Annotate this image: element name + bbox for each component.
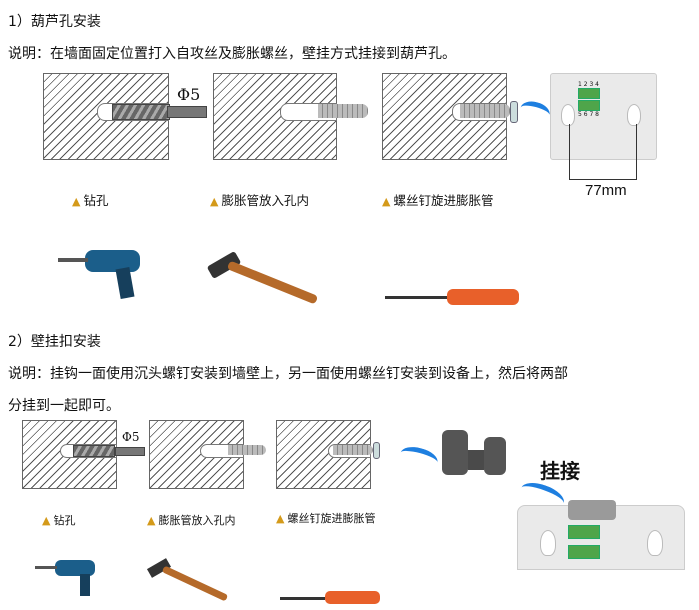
keyhole-icon [540, 530, 556, 556]
section2-description-line1: 说明：挂钩一面使用沉头螺钉安装到墙壁上，另一面使用螺丝钉安装到设备上，然后将两部 [8, 366, 568, 382]
keyhole-icon [561, 104, 575, 126]
keyhole-icon [647, 530, 663, 556]
diameter-label: Φ5 [177, 85, 201, 104]
arrow-icon [518, 98, 552, 125]
dimension-label: 77mm [585, 182, 627, 199]
hook-label: 挂接 [540, 459, 580, 483]
step-label: ▲钻孔 [72, 193, 109, 208]
section2-title: 2）壁挂扣安装 [8, 334, 101, 350]
keyhole-icon [627, 104, 641, 126]
step-label: ▲螺丝钉旋进膨胀管 [382, 193, 494, 208]
step-label: ▲钻孔 [42, 514, 76, 527]
section1-description: 说明：在墙面固定位置打入自攻丝及膨胀螺丝，壁挂方式挂接到葫芦孔。 [8, 46, 456, 62]
section1-title: 1）葫芦孔安装 [8, 14, 101, 30]
section2-description-line2: 分挂到一起即可。 [8, 398, 120, 414]
step-label: ▲膨胀管放入孔内 [147, 514, 236, 527]
arrow-icon [398, 443, 440, 472]
step-label: ▲膨胀管放入孔内 [210, 193, 309, 208]
step-label: ▲螺丝钉旋进膨胀管 [276, 512, 376, 525]
